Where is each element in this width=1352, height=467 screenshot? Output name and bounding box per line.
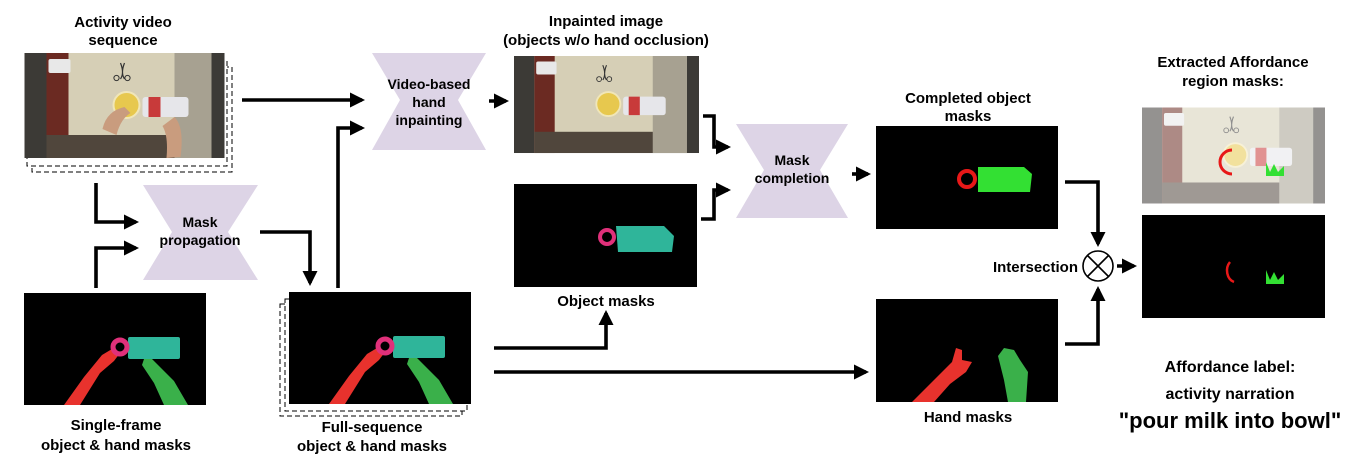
mask-propagation-line-2: propagation — [160, 232, 241, 248]
arrow-propagation-to-fullseq — [260, 230, 318, 287]
arrow-video-to-propagation — [94, 183, 140, 230]
inpainted-label: Inpainted image (objects w/o hand occlus… — [503, 13, 709, 49]
intersection-label: Intersection — [993, 259, 1078, 276]
affordance-label-title: Affordance label: — [1165, 359, 1296, 376]
single-frame-label: Single-frame object & hand masks — [41, 417, 191, 454]
activity-narration-label: activity narration — [1166, 386, 1295, 403]
arrow-fullseq-to-inpainting — [336, 120, 366, 288]
extracted-overlay-image — [1142, 104, 1325, 207]
activity-video-label: Activity video sequence — [74, 14, 172, 49]
extracted-mask-image — [1142, 215, 1325, 318]
connector-arrows — [94, 92, 1138, 380]
circled-times-icon — [1082, 250, 1114, 282]
hand-masks-label: Hand masks — [924, 409, 1012, 426]
full-sequence-mask-image — [289, 292, 471, 404]
inpainted-line-1: Inpainted image — [549, 13, 663, 30]
activity-video-line-2: sequence — [88, 32, 157, 49]
hand-masks-image — [876, 299, 1058, 402]
mask-completion-module: Mask completion — [736, 124, 848, 218]
inpainted-line-2: (objects w/o hand occlusion) — [503, 32, 709, 49]
object-masks-label: Object masks — [557, 293, 655, 310]
mask-completion-line-1: Mask — [774, 152, 809, 168]
arrow-objmask-to-completion — [701, 182, 732, 221]
full-sequence-line-1: Full-sequence — [322, 419, 423, 436]
full-sequence-line-2: object & hand masks — [297, 438, 447, 455]
mask-completion-line-2: completion — [755, 170, 830, 186]
full-sequence-label: Full-sequence object & hand masks — [297, 419, 447, 455]
activity-video-stack — [25, 53, 233, 173]
completed-masks-image — [876, 126, 1058, 229]
completed-masks-label: Completed object masks — [905, 90, 1031, 125]
mask-propagation-line-1: Mask — [182, 214, 217, 230]
object-masks-image — [514, 184, 697, 287]
single-frame-line-1: Single-frame — [71, 417, 162, 434]
completed-masks-line-1: Completed object — [905, 90, 1031, 107]
extracted-line-2: region masks: — [1182, 73, 1284, 90]
arrow-singleframe-to-propagation — [94, 240, 140, 288]
hand-inpainting-line-3: inpainting — [396, 112, 463, 128]
arrow-handmask-to-intersection — [1065, 285, 1106, 346]
inpainted-image — [514, 56, 699, 153]
activity-video-frame — [25, 53, 225, 158]
arrow-completed-to-intersection — [1065, 180, 1106, 248]
single-frame-mask-image — [24, 293, 206, 405]
mask-propagation-module: Mask propagation — [143, 185, 258, 280]
full-sequence-stack — [279, 292, 471, 417]
completed-masks-line-2: masks — [945, 108, 992, 125]
narration-quote: "pour milk into bowl" — [1119, 408, 1342, 433]
activity-video-line-1: Activity video — [74, 14, 172, 31]
arrow-image-to-completion — [703, 114, 732, 155]
arrow-fullseq-to-objmask — [494, 309, 614, 350]
single-frame-line-2: object & hand masks — [41, 437, 191, 454]
extracted-label: Extracted Affordance region masks: — [1157, 54, 1308, 90]
hand-inpainting-module: Video-based hand inpainting — [372, 53, 486, 150]
hand-inpainting-line-1: Video-based — [388, 76, 471, 92]
hand-inpainting-line-2: hand — [412, 94, 445, 110]
extracted-line-1: Extracted Affordance — [1157, 54, 1308, 71]
